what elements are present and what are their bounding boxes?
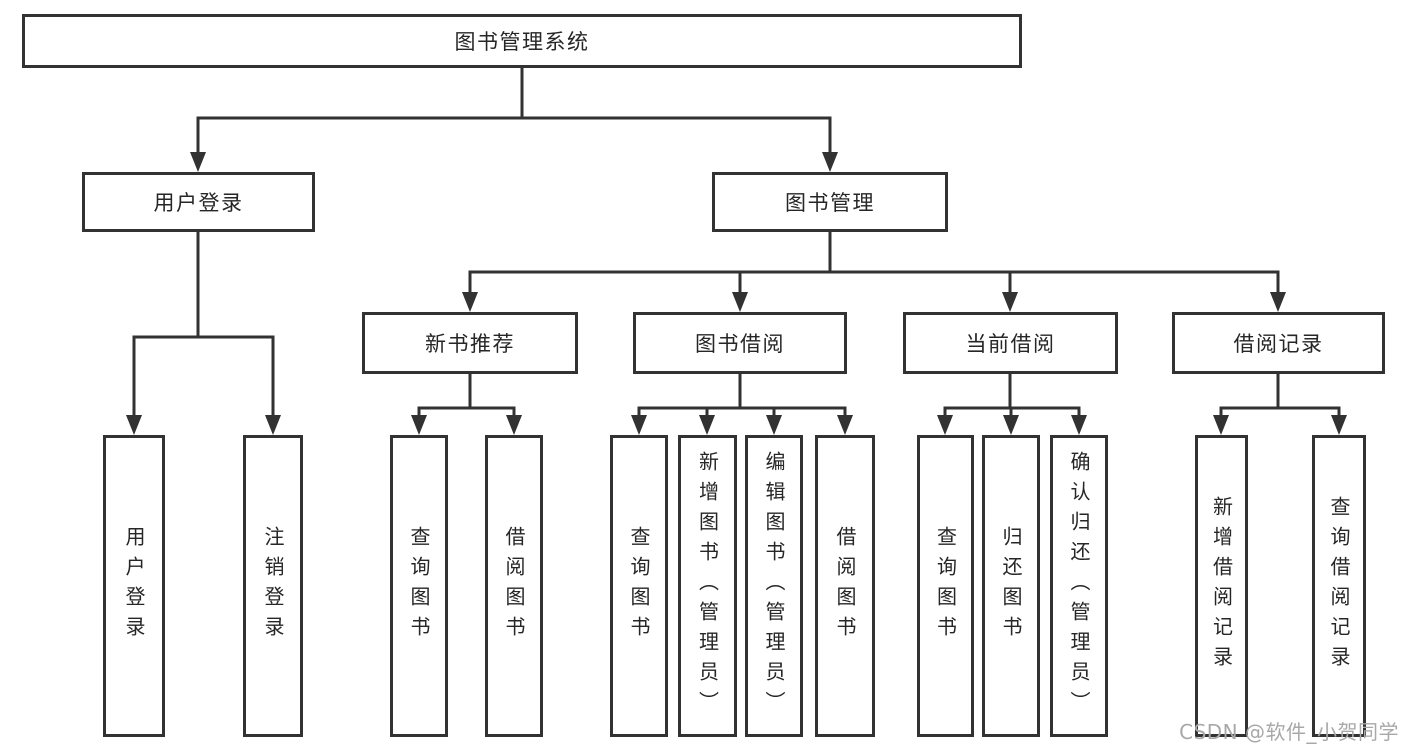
node-label: 归还图书 [999, 526, 1023, 646]
node-leaf-log-add: 新增借阅记录 [1195, 435, 1248, 737]
node-leaf-rec-borrow: 借阅图书 [485, 435, 543, 737]
node-leaf-bb-edit: 编辑图书（管理员） [745, 435, 803, 737]
node-label: 图书借阅 [695, 332, 785, 356]
node-leaf-cur-confirm: 确认归还（管理员） [1050, 435, 1108, 737]
node-label: 注销登录 [261, 526, 285, 646]
node-label: 图书管理系统 [454, 30, 590, 54]
node-leaf-log-query: 查询借阅记录 [1312, 435, 1366, 737]
node-leaf-cur-query: 查询图书 [917, 435, 974, 737]
node-leaf-bb-query: 查询图书 [610, 435, 668, 737]
node-borrow-records: 借阅记录 [1172, 312, 1385, 374]
node-new-book-rec: 新书推荐 [362, 312, 578, 374]
node-leaf-bb-add: 新增图书（管理员） [678, 435, 737, 737]
node-book-mgmt: 图书管理 [712, 172, 948, 232]
node-root: 图书管理系统 [22, 14, 1022, 68]
node-label: 借阅记录 [1233, 332, 1324, 356]
csdn-watermark: CSDN @软件_小贺同学 [1179, 720, 1399, 744]
node-current-borrow: 当前借阅 [903, 312, 1118, 374]
node-label: 查询图书 [627, 526, 651, 646]
node-leaf-logout: 注销登录 [243, 435, 303, 737]
node-label: 图书管理 [785, 191, 875, 215]
node-label: 新增借阅记录 [1209, 496, 1234, 676]
node-user-login: 用户登录 [82, 172, 315, 232]
node-label: 用户登录 [122, 526, 146, 646]
node-label: 用户登录 [153, 191, 244, 215]
node-label: 查询图书 [933, 526, 958, 646]
node-label: 编辑图书（管理员） [762, 451, 786, 721]
node-label: 新增图书（管理员） [695, 451, 720, 721]
node-label: 借阅图书 [833, 526, 857, 646]
node-label: 借阅图书 [502, 526, 526, 646]
node-book-borrow: 图书借阅 [633, 312, 847, 374]
node-label: 确认归还（管理员） [1067, 451, 1091, 721]
node-leaf-rec-query: 查询图书 [390, 435, 448, 737]
node-label: 当前借阅 [965, 332, 1056, 356]
node-label: 查询图书 [407, 526, 431, 646]
node-leaf-user-login: 用户登录 [103, 435, 165, 737]
node-label: 查询借阅记录 [1327, 496, 1351, 676]
node-leaf-bb-borrow: 借阅图书 [815, 435, 875, 737]
node-leaf-cur-return: 归还图书 [982, 435, 1040, 737]
node-label: 新书推荐 [425, 332, 515, 356]
